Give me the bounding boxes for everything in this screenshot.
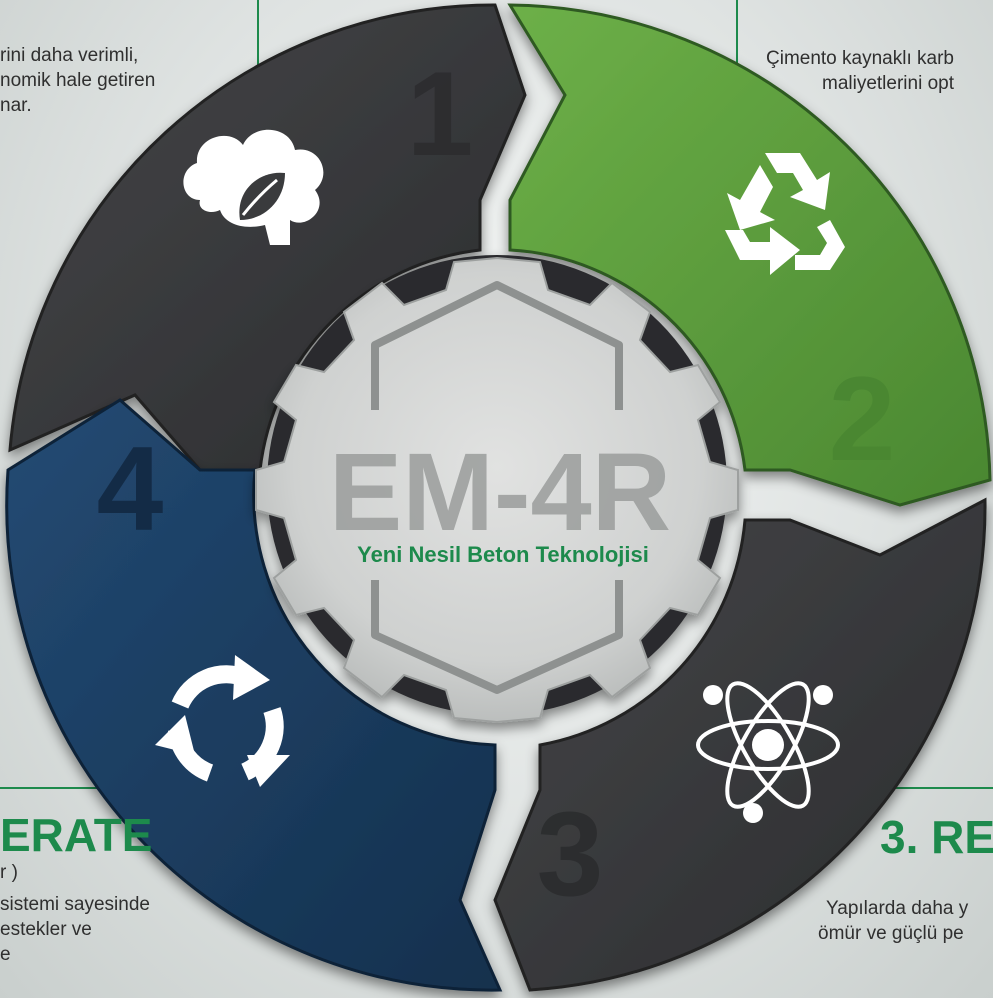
text-2-line-1: Çimento kaynaklı karb xyxy=(766,48,954,69)
text-block-2: Çimento kaynaklı karb maliyetlerini opt xyxy=(766,46,993,96)
text-3-heading: 3. RE xyxy=(880,811,993,863)
hexagon-frame-bottom xyxy=(371,580,623,694)
text-4-line-2: estekler ve xyxy=(0,919,92,940)
text-3-line-1: Yapılarda daha y xyxy=(826,898,969,919)
text-4-line-1: sistemi sayesinde xyxy=(0,894,150,915)
hexagon-frame-top xyxy=(371,281,623,410)
center-subtitle: Yeni Nesil Beton Teknolojisi xyxy=(357,542,649,567)
text-2-line-2: maliyetlerini opt xyxy=(822,73,954,94)
text-1-line-2: nomik hale getiren xyxy=(0,70,156,91)
text-1-line-1: rini daha verimli, xyxy=(0,45,139,66)
text-4-heading: ERATE xyxy=(0,809,153,861)
text-block-4: sistemi sayesinde estekler ve e xyxy=(0,892,200,967)
text-3-line-2: ömür ve güçlü pe xyxy=(818,923,964,944)
recycle-icon xyxy=(725,153,845,275)
cycle-arrows-icon xyxy=(155,655,290,787)
center-title: EM-4R xyxy=(329,431,671,554)
text-4-sub: r ) xyxy=(0,862,18,883)
segment-4 xyxy=(5,398,503,992)
text-block-3: Yapılarda daha y ömür ve güçlü pe xyxy=(818,896,993,946)
cloud-leaf-icon xyxy=(183,129,324,245)
segment-number-4: 4 xyxy=(97,422,164,556)
segment-number-3: 3 xyxy=(537,787,604,921)
text-4-line-3: e xyxy=(0,944,11,965)
text-1-line-3: nar. xyxy=(0,95,32,116)
segment-number-2: 2 xyxy=(829,352,896,486)
atom-icon xyxy=(696,681,840,823)
center-hub xyxy=(255,255,739,724)
segment-number-1: 1 xyxy=(407,47,474,181)
text-block-1: rini daha verimli, nomik hale getiren na… xyxy=(0,43,200,118)
